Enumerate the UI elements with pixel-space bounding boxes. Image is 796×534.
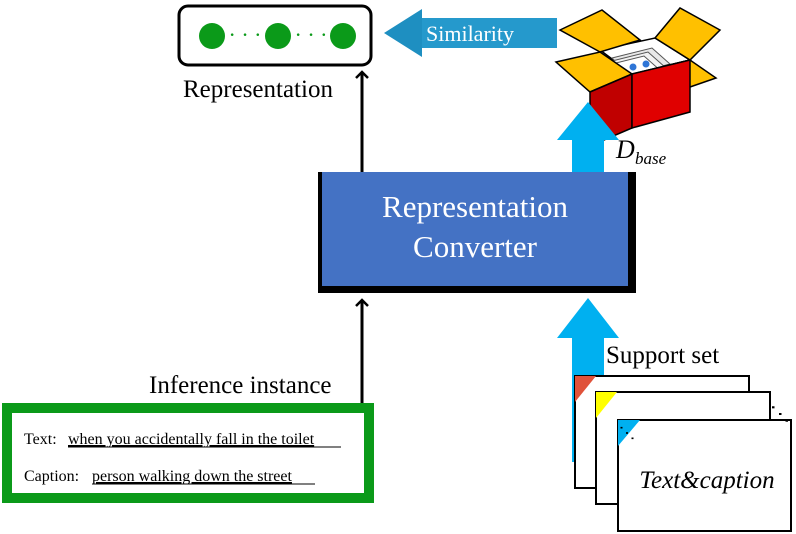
- support-card-2-corner: [596, 392, 617, 418]
- inference-text-prefix: Text:: [24, 431, 57, 448]
- dbase-subscript: base: [635, 149, 667, 168]
- dots-separator-1: · · ·: [229, 22, 262, 47]
- support-card-3: [617, 419, 792, 532]
- support-card-3-corner: [618, 420, 640, 446]
- support-more-dots: ⋰: [769, 404, 791, 424]
- representation-box: · · · · · ·: [177, 4, 373, 67]
- inference-label: Inference instance: [149, 372, 332, 399]
- representation-dot-1: [199, 23, 225, 49]
- inference-text-value: when you accidentally fall in the toilet: [68, 431, 315, 448]
- dbase-flap-left: [558, 9, 642, 53]
- representation-dot-3: [330, 23, 356, 49]
- dbase-symbol: D: [615, 135, 635, 164]
- support-card-label: Text&caption: [639, 467, 774, 494]
- inference-caption-value: person walking down the street: [92, 468, 293, 485]
- support-card-dots: ⋰: [618, 425, 635, 441]
- dbase-body-right: [631, 59, 691, 129]
- dbase-flap-right: [653, 7, 722, 61]
- inference-caption-prefix: Caption:: [24, 468, 79, 485]
- similarity-label: Similarity: [426, 21, 514, 46]
- representation-dot-2: [265, 23, 291, 49]
- converter-to-dbase-arrow: [557, 102, 619, 172]
- converter-fill: [322, 172, 628, 286]
- converter-line-1: Representation: [382, 189, 568, 224]
- support-card-1-corner: [575, 376, 596, 402]
- support-set-label: Support set: [606, 342, 719, 369]
- inference-frame: [2, 403, 374, 503]
- similarity-arrow: Similarity: [384, 9, 557, 57]
- dots-separator-2: · · ·: [295, 22, 328, 47]
- representation-converter: Representation Converter: [318, 172, 636, 293]
- inference-box: Text: when you accidentally fall in the …: [2, 403, 374, 503]
- dbase-box-icon: [554, 7, 722, 148]
- converter-line-2: Converter: [413, 229, 538, 264]
- representation-label: Representation: [183, 76, 333, 103]
- support-set-cards: Text&caption: [574, 375, 792, 532]
